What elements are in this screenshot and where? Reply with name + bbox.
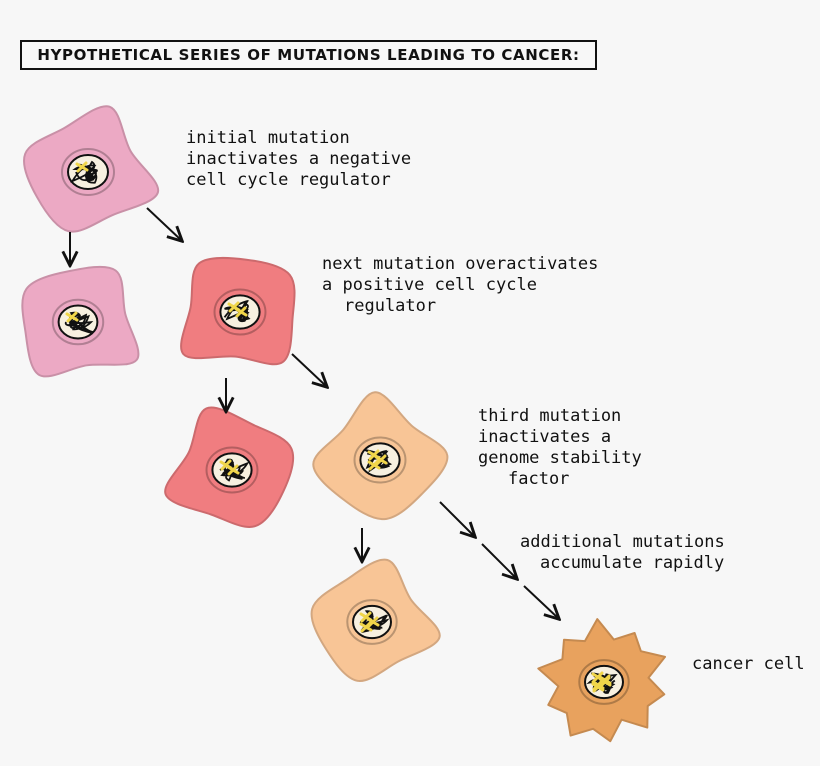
mutation-marker — [75, 161, 89, 173]
cell-second-mutation — [180, 256, 296, 366]
label-cancer-cell: cancer cell — [692, 654, 805, 674]
mutation-marker — [359, 621, 373, 633]
diagram-title: HYPOTHETICAL SERIES OF MUTATIONS LEADING… — [37, 46, 580, 64]
mutation-marker — [591, 679, 605, 691]
label-initial-mutation: initial mutation inactivates a negative … — [186, 128, 412, 190]
arrow-diagonal-3a — [439, 501, 474, 536]
label-next-mutation: next mutation overactivates a positive c… — [322, 254, 599, 316]
mutation-marker — [367, 459, 381, 471]
label-third-mutation: third mutation inactivates a genome stab… — [478, 406, 642, 489]
arrow-diagonal-3c — [523, 585, 558, 618]
arrow-diagonal-1 — [146, 207, 181, 240]
label-additional-mutations: additional mutations accumulate rapidly — [520, 532, 725, 573]
chromatin — [223, 300, 251, 323]
cell-initial-mutation — [23, 105, 159, 233]
mutation-marker — [234, 306, 248, 318]
title-box: HYPOTHETICAL SERIES OF MUTATIONS LEADING… — [20, 40, 597, 70]
cell-cancer — [537, 618, 666, 743]
cell-third-descendant — [310, 558, 441, 682]
arrow-diagonal-2 — [291, 353, 326, 386]
chromatin — [64, 311, 94, 334]
arrow-diagonal-3b — [481, 543, 516, 578]
mutation-marker — [226, 464, 240, 476]
cell-second-descendant — [164, 406, 295, 528]
mutation-marker — [65, 311, 79, 323]
cell-third-mutation — [312, 391, 449, 521]
cell-normal-descendant — [21, 265, 140, 378]
